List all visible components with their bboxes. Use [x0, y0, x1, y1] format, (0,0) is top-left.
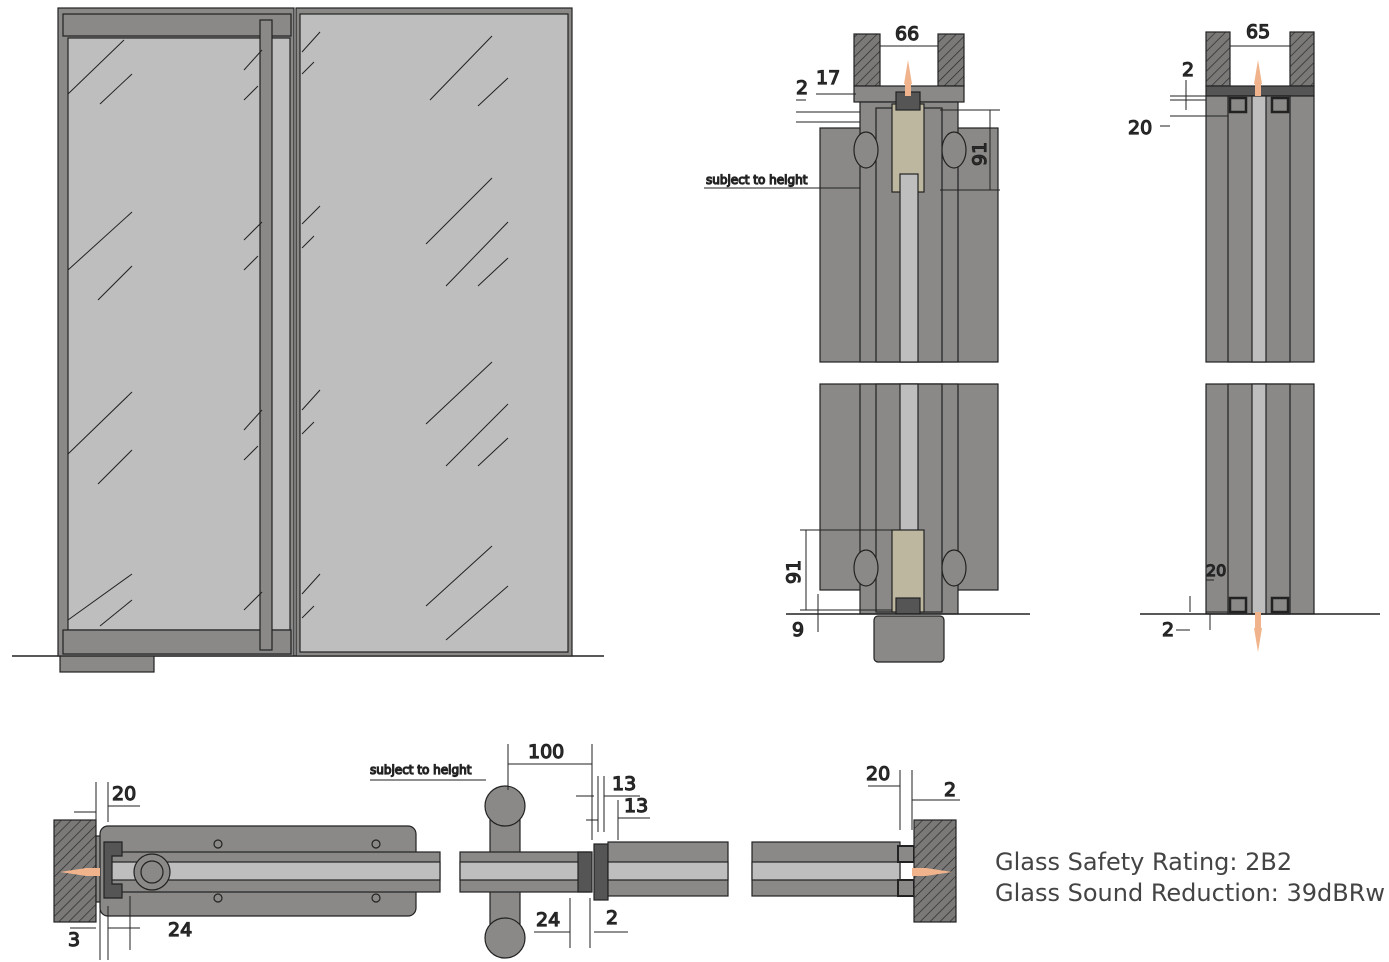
note-subject-to-height-section: subject to height — [706, 173, 808, 187]
dim-alt-base-offset: 2 — [1162, 619, 1174, 641]
plan-meeting-clip — [577, 851, 593, 893]
alt-glass-lower — [1251, 383, 1267, 615]
dim-plan-right-2: 2 — [944, 779, 956, 801]
alt-screw-top — [1254, 60, 1262, 84]
fixed-panel-glass — [299, 13, 569, 653]
dim-head-offset-a: 2 — [796, 77, 808, 99]
dim-plan-24b: 24 — [536, 909, 560, 931]
plan-screw-left — [60, 868, 86, 876]
head-block-left — [853, 33, 881, 87]
alt-screw-bottom — [1254, 628, 1262, 652]
alt-head-block-left — [1205, 31, 1231, 87]
plan-handle-knob-top — [484, 785, 526, 827]
floor-pivot-box — [59, 655, 155, 673]
dim-head-offset-b: 17 — [816, 67, 840, 89]
fixed-panel-vertical-section: 65 2 20 20 2 — [1127, 20, 1380, 652]
dim-alt-head-gap: 65 — [1246, 21, 1270, 43]
door-vertical-section: 66 2 17 91 91 9 subject to height — [704, 22, 1030, 663]
dim-plan-13a: 13 — [612, 773, 636, 795]
glass-reflections — [67, 31, 509, 641]
plan-handle-knob-bottom — [484, 917, 526, 959]
dim-plan-24: 24 — [168, 919, 192, 941]
alt-head-block-right — [1289, 31, 1315, 87]
dim-plan-13b: 13 — [624, 795, 648, 817]
door-elevation — [12, 7, 604, 673]
pivot-pin-bottom — [895, 597, 921, 615]
glass-safety-rating: Glass Safety Rating: 2B2 — [995, 848, 1293, 876]
dim-head-gap: 66 — [895, 23, 919, 45]
dim-insert-bottom: 91 — [783, 560, 805, 584]
dim-insert-top: 91 — [969, 142, 991, 166]
plan-meeting-profile — [593, 843, 609, 901]
dim-plan-20: 20 — [112, 783, 136, 805]
screw-top — [904, 60, 912, 84]
note-subject-to-height-plan: subject to height — [370, 763, 472, 777]
seal-left-lower — [853, 549, 879, 587]
glass-sound-reduction: Glass Sound Reduction: 39dBRw — [995, 879, 1386, 907]
head-block-right — [937, 33, 965, 87]
seal-right-lower — [941, 549, 967, 587]
dim-plan-2b: 2 — [606, 907, 618, 929]
plan-section: 20 3 24 subject to height 100 13 13 24 2… — [53, 740, 960, 960]
plan-bolt-1 — [213, 839, 223, 849]
dim-plan-3: 3 — [68, 929, 80, 951]
door-glass — [67, 37, 291, 631]
floor-spring-box — [873, 615, 945, 663]
dim-alt-head-depth: 20 — [1128, 117, 1152, 139]
door-bottom-rail — [62, 629, 292, 655]
dim-floor-offset: 9 — [792, 619, 804, 641]
plan-jamb-clip — [103, 841, 123, 899]
alt-glass-upper — [1251, 95, 1267, 363]
section-dimension-lines — [704, 45, 1000, 632]
door-top-rail — [62, 13, 292, 37]
dim-alt-base-depth: 20 — [1206, 561, 1226, 580]
glass-section-lower — [899, 383, 919, 547]
dim-alt-head-offset: 2 — [1182, 59, 1194, 81]
dim-plan-right-20: 20 — [866, 763, 890, 785]
seal-left-upper — [853, 131, 879, 169]
plan-screw-right — [926, 868, 952, 876]
glass-section-upper — [899, 173, 919, 363]
door-pull-handle — [259, 19, 273, 651]
dim-handle-100: 100 — [528, 741, 564, 763]
seal-right-upper — [941, 131, 967, 169]
